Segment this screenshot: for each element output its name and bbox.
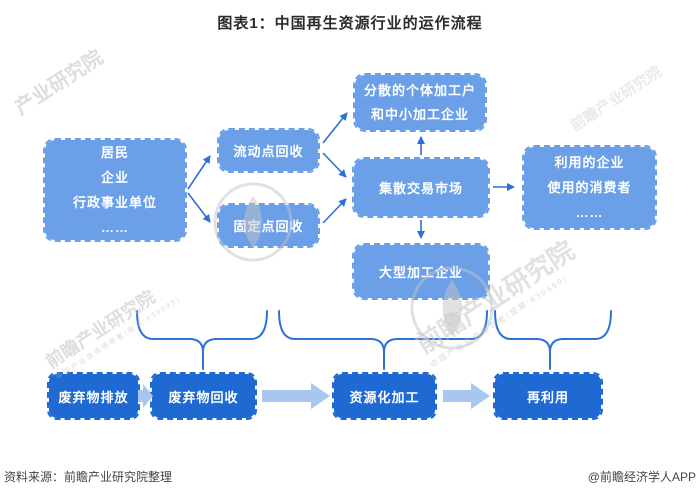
- block-arrow-processing-to-reuse: [443, 383, 490, 409]
- brace-reuse-group: [494, 310, 612, 370]
- watermark-tagline: 中国产业咨询领导者(股票:839599): [55, 295, 183, 382]
- stage-resource-processing: 资源化加工: [332, 372, 437, 420]
- watermark-text: 前瞻产业研究院: [567, 63, 665, 135]
- block-arrow-recycling-to-processing: [262, 383, 330, 409]
- watermark-text: 前瞻产业研究院 中国产业咨询领导者(股票:839599): [40, 272, 183, 382]
- arrow-source-to-mobile: [187, 155, 211, 190]
- node-line: 和中小加工企业: [370, 106, 469, 122]
- node-line: 企业: [100, 170, 129, 185]
- node-line: ……: [101, 220, 129, 235]
- credit-note: @前瞻经济学人APP: [587, 470, 696, 484]
- node-end-users: 利用的企业 使用的消费者 ……: [522, 145, 657, 230]
- stage-waste-discharge: 废弃物排放: [47, 372, 140, 420]
- arrow-source-to-fixed: [187, 192, 211, 223]
- brace-recycling-group: [136, 310, 268, 370]
- watermark-brand: 前瞻产业研究院: [42, 286, 159, 373]
- node-line: ……: [575, 205, 604, 220]
- arrow-fixed-to-market: [322, 198, 347, 224]
- node-line: 行政事业单位: [72, 195, 157, 210]
- stage-waste-recycling: 废弃物回收: [150, 372, 257, 420]
- arrow-mobile-to-market: [322, 152, 347, 178]
- stage-reuse: 再利用: [493, 372, 603, 420]
- node-waste-sources: 居民 企业 行政事业单位 ……: [43, 138, 187, 242]
- source-note: 资料来源：前瞻产业研究院整理: [4, 470, 173, 484]
- node-scattered-processors: 分散的个体加工户 和中小加工企业: [353, 73, 487, 132]
- node-fixed-recycle: 固定点回收: [217, 203, 320, 248]
- node-line: 分散的个体加工户: [363, 82, 476, 98]
- node-large-processors: 大型加工企业: [352, 243, 490, 300]
- node-line: 利用的企业: [554, 155, 625, 170]
- brace-processing-group: [278, 310, 488, 370]
- node-line: 居民: [100, 145, 129, 160]
- node-trading-market: 集散交易市场: [352, 157, 490, 218]
- arrow-mobile-to-scattered: [322, 112, 348, 144]
- node-mobile-recycle: 流动点回收: [217, 128, 320, 173]
- node-line: 使用的消费者: [547, 180, 632, 195]
- chart-title: 图表1：中国再生资源行业的运作流程: [217, 15, 483, 32]
- watermark-text: 产业研究院: [11, 46, 108, 120]
